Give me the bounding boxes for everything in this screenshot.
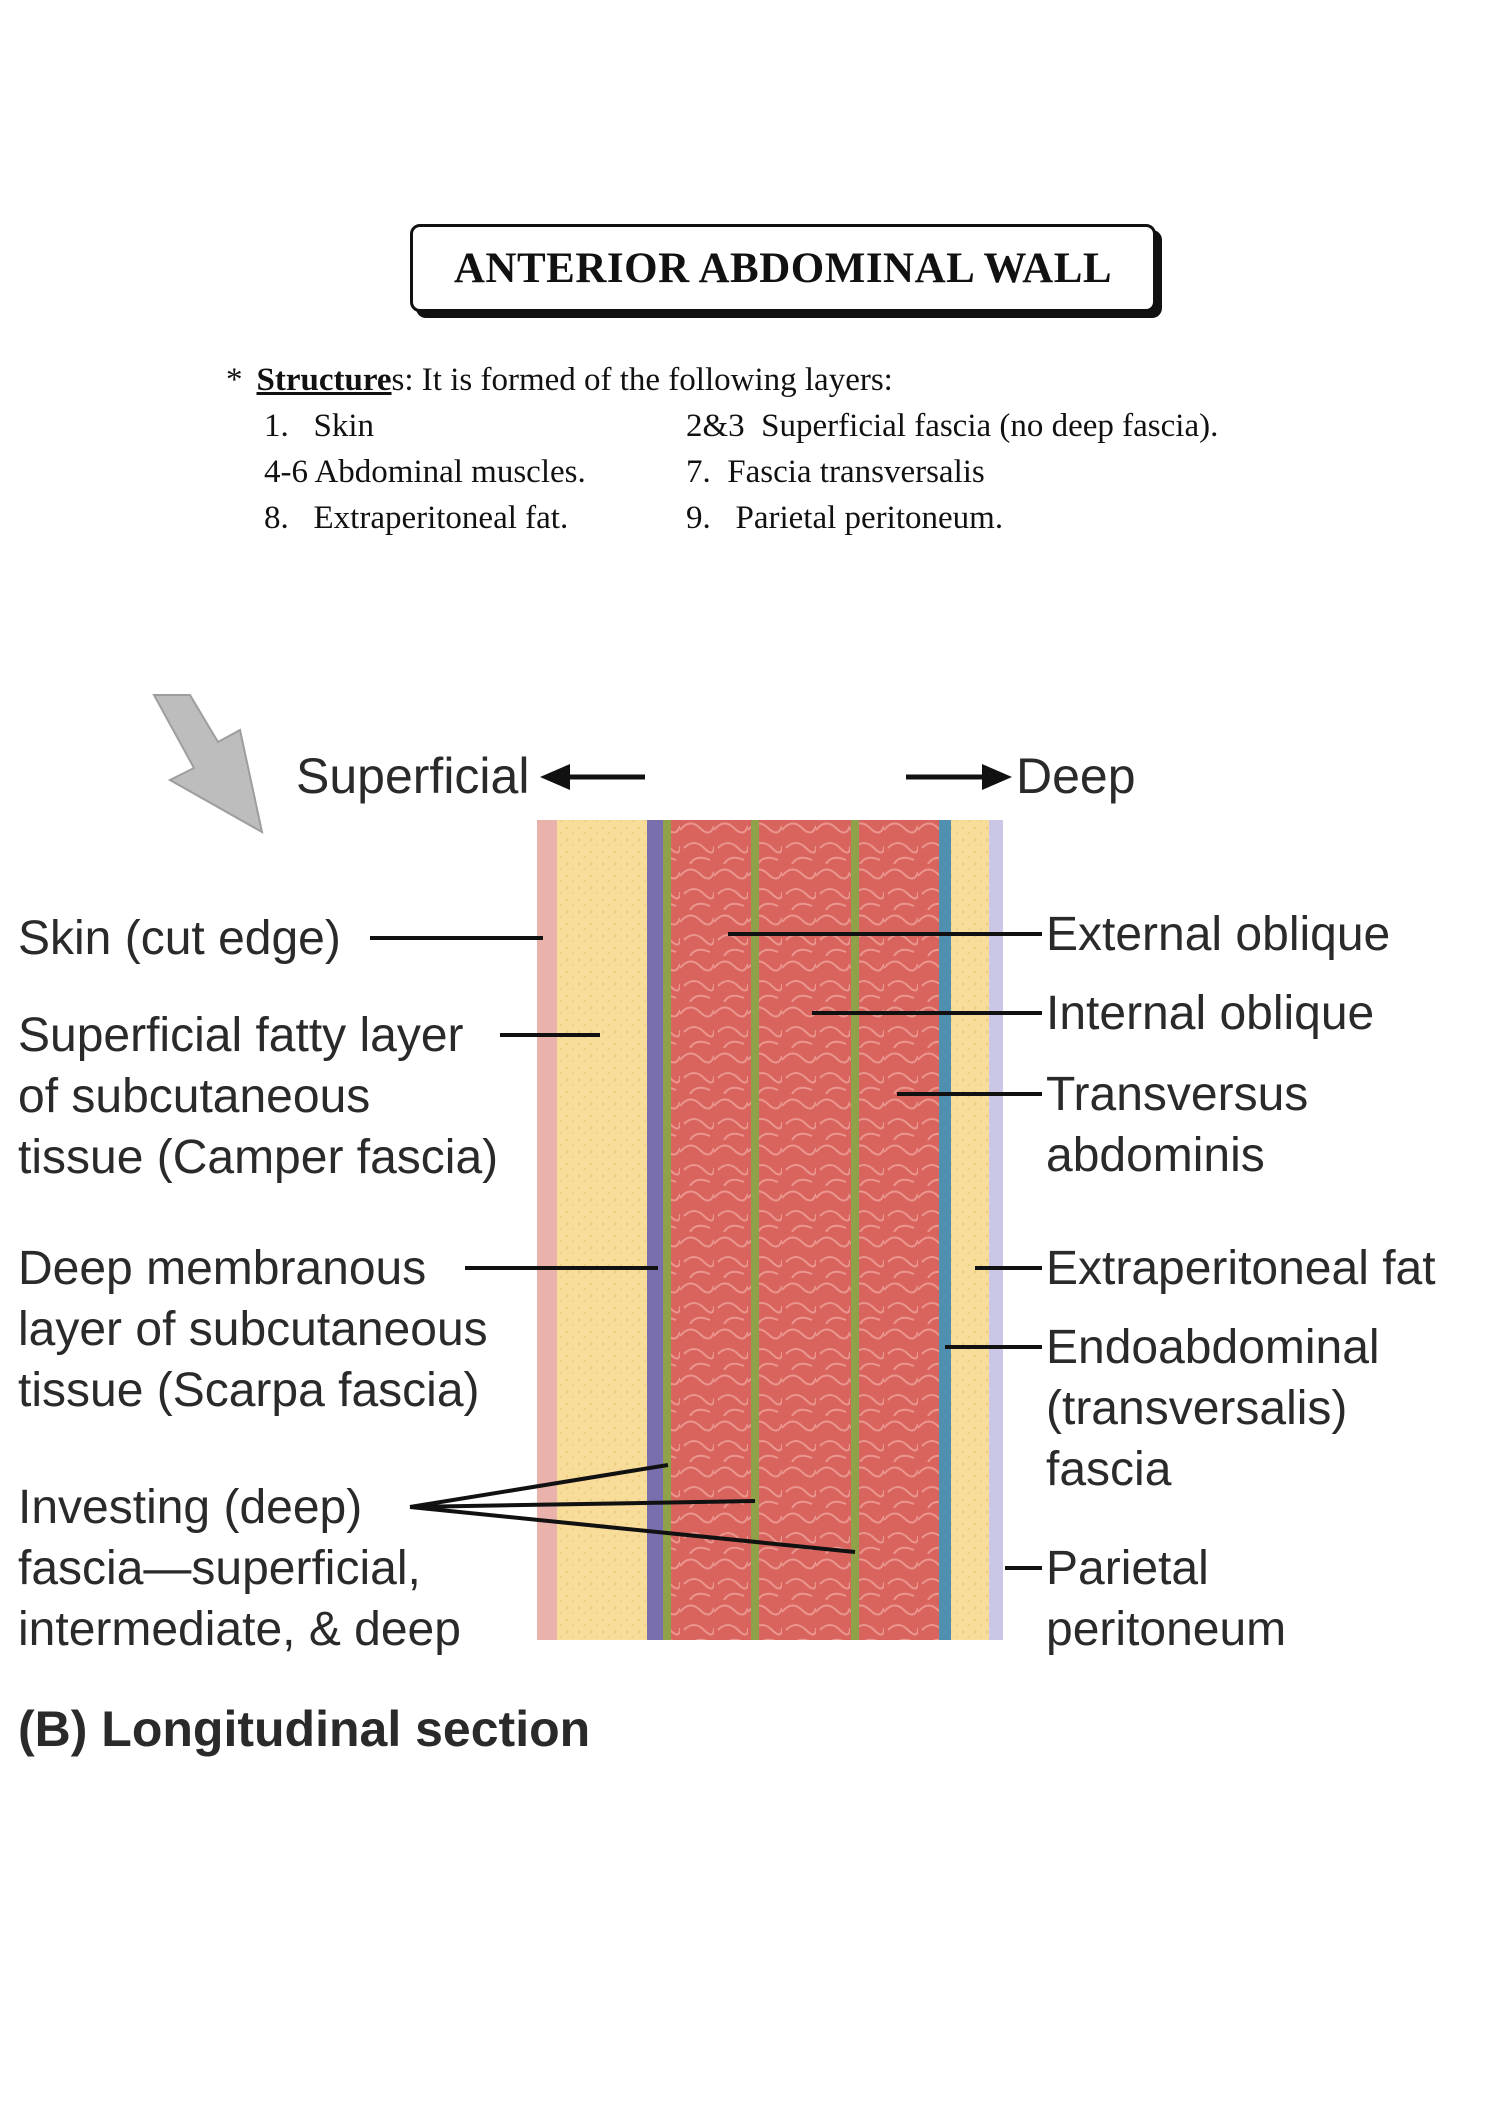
label-camper-line2: of subcutaneous xyxy=(18,1070,370,1123)
skin-layer xyxy=(537,820,557,1640)
layer-item-9: 9. Parietal peritoneum. xyxy=(686,500,1003,537)
investing-fascia-deep xyxy=(851,820,859,1640)
label-endoabdominal-line2: (transversalis) xyxy=(1046,1382,1347,1435)
label-endoabdominal-line1: Endoabdominal xyxy=(1046,1321,1380,1374)
label-peritoneum-line1: Parietal xyxy=(1046,1542,1209,1595)
layer-stack xyxy=(537,820,1003,1640)
left-arrow-icon xyxy=(540,764,645,790)
layer-item-7: 7. Fascia transversalis xyxy=(686,454,985,491)
layer-item-4-6: 4-6 Abdominal muscles. xyxy=(264,454,586,491)
structures-rest: s: It is formed of the following layers: xyxy=(391,362,893,398)
bullet-star: * xyxy=(226,362,243,398)
right-leader-lines xyxy=(728,932,1042,1570)
layer-text: Skin xyxy=(313,408,375,444)
investing-fascia-superficial xyxy=(663,820,671,1640)
label-investing-line1: Investing (deep) xyxy=(18,1481,362,1534)
transversus-layer xyxy=(859,820,939,1640)
abdominal-wall-figure: Superficial Deep xyxy=(18,694,1436,1656)
left-leader-lines xyxy=(370,936,856,1554)
label-extraperitoneal-fat: Extraperitoneal fat xyxy=(1046,1242,1436,1295)
label-investing-line2: fascia—superficial, xyxy=(18,1542,421,1595)
pointer-arrow-icon xyxy=(152,694,264,834)
layer-num: 1. xyxy=(264,408,289,444)
label-investing-line3: intermediate, & deep xyxy=(18,1603,461,1656)
label-peritoneum-line2: peritoneum xyxy=(1046,1603,1286,1656)
layer-text: Abdominal muscles. xyxy=(314,454,586,490)
layer-item-2-3: 2&3 Superficial fascia (no deep fascia). xyxy=(686,408,1218,445)
label-scarpa-line1: Deep membranous xyxy=(18,1242,426,1295)
layer-num: 2&3 xyxy=(686,408,745,444)
scarpa-layer xyxy=(647,820,663,1640)
layer-text: Superficial fascia (no deep fascia). xyxy=(761,408,1219,444)
label-internal-oblique: Internal oblique xyxy=(1046,987,1374,1040)
direction-superficial: Superficial xyxy=(296,748,529,804)
layer-item-8: 8. Extraperitoneal fat. xyxy=(264,500,568,537)
page-title: ANTERIOR ABDOMINAL WALL xyxy=(453,244,1113,292)
camper-fat-layer xyxy=(557,820,647,1640)
layer-num: 9. xyxy=(686,500,711,536)
label-scarpa-line3: tissue (Scarpa fascia) xyxy=(18,1364,480,1417)
figure-caption: (B) Longitudinal section xyxy=(18,1701,591,1757)
layer-item-1: 1. Skin xyxy=(264,408,374,445)
layer-num: 4-6 xyxy=(264,454,308,490)
layer-num: 7. xyxy=(686,454,711,490)
right-arrow-icon xyxy=(906,764,1012,790)
label-external-oblique: External oblique xyxy=(1046,908,1390,961)
direction-deep: Deep xyxy=(1016,748,1136,804)
label-endoabdominal-line3: fascia xyxy=(1046,1443,1172,1496)
layer-text: Fascia transversalis xyxy=(727,454,985,490)
structures-keyword: Structure xyxy=(256,362,392,398)
investing-fascia-intermediate xyxy=(751,820,759,1640)
label-camper-line3: tissue (Camper fascia) xyxy=(18,1131,498,1184)
transversalis-fascia-layer xyxy=(939,820,951,1640)
label-scarpa-line2: layer of subcutaneous xyxy=(18,1303,488,1356)
layer-text: Parietal peritoneum. xyxy=(735,500,1004,536)
label-camper-line1: Superficial fatty layer xyxy=(18,1009,464,1062)
layer-num: 8. xyxy=(264,500,289,536)
external-oblique-layer xyxy=(671,820,751,1640)
label-transversus-line2: abdominis xyxy=(1046,1129,1265,1182)
layer-text: Extraperitoneal fat. xyxy=(313,500,569,536)
extraperitoneal-fat-layer xyxy=(951,820,989,1640)
label-transversus-line1: Transversus xyxy=(1046,1068,1308,1121)
title-box: ANTERIOR ABDOMINAL WALL xyxy=(410,224,1156,312)
structures-intro: * Structures: It is formed of the followi… xyxy=(226,362,893,399)
peritoneum-layer xyxy=(989,820,1003,1640)
internal-oblique-layer xyxy=(759,820,851,1640)
label-skin: Skin (cut edge) xyxy=(18,912,341,965)
